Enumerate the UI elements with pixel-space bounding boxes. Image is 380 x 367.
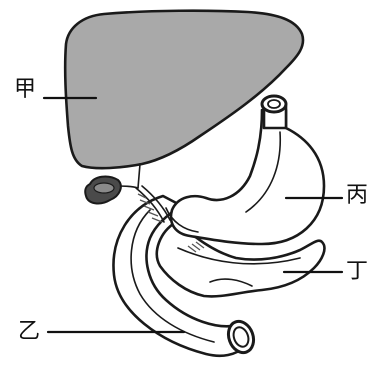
gallbladder-highlight	[94, 183, 114, 193]
hepatic-duct	[138, 164, 140, 188]
label-duodenum-text: 乙	[18, 319, 40, 344]
label-stomach-text: 丙	[346, 183, 368, 208]
label-liver-text: 甲	[14, 77, 36, 102]
esophagus-opening	[262, 96, 286, 112]
label-pancreas-text: 丁	[346, 259, 368, 284]
